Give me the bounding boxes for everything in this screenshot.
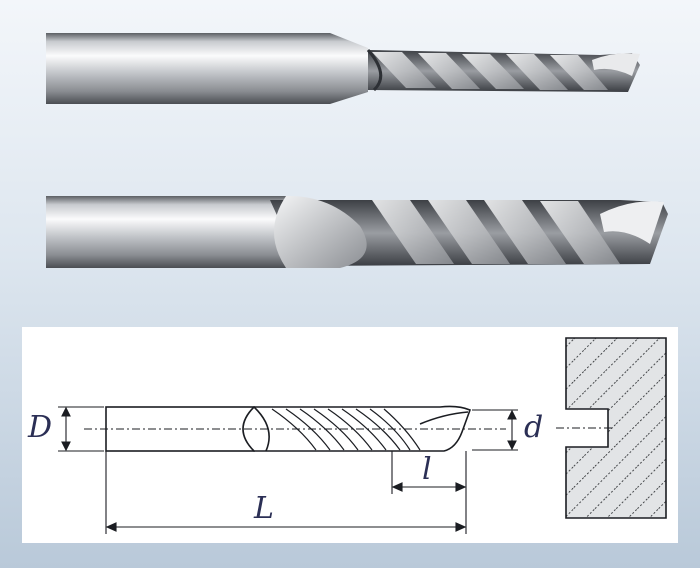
dimension-d: [472, 409, 518, 451]
middle-flute-lands: [372, 200, 620, 264]
middle-shank: [46, 196, 286, 268]
top-shank: [46, 33, 330, 104]
label-cutting-length: l: [422, 452, 432, 487]
top-neck: [330, 33, 368, 104]
middle-flute-entry: [274, 195, 367, 268]
label-cutting-diameter: d: [524, 410, 544, 445]
workpiece-hatched-block: [565, 337, 667, 519]
top-flute-tip: [592, 53, 640, 76]
end-mill-top: [46, 33, 640, 104]
dimension-l: [391, 451, 467, 534]
label-overall-length: L: [254, 491, 274, 526]
middle-flute-tip: [600, 201, 664, 244]
drawing-end-mill: [84, 405, 506, 452]
technical-drawing-panel: [22, 327, 678, 543]
label-shank-diameter: D: [28, 410, 53, 445]
dimension-D: [58, 406, 104, 452]
end-mill-middle: [46, 195, 668, 268]
workpiece-section: [556, 337, 667, 519]
top-flute-lands: [372, 52, 608, 90]
dimension-L: [105, 451, 467, 534]
